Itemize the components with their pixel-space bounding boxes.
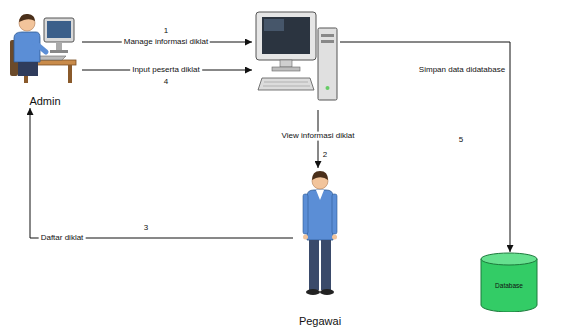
flow-label: View informasi diklat (280, 132, 357, 141)
employee-icon (303, 171, 337, 295)
step-number: 2 (321, 151, 329, 160)
node-label: Database (495, 274, 523, 289)
step-number: 1 (162, 27, 170, 36)
database-cylinder-outline (480, 252, 538, 312)
flow-label: Daftar diklat (39, 234, 86, 243)
flow-arrow (30, 108, 293, 238)
flow-label: Input peserta diklat (130, 66, 202, 75)
flow-label: Manage informasi diklat (122, 38, 210, 47)
step-number: 4 (162, 78, 170, 87)
step-number: 3 (142, 224, 150, 233)
flow-arrow (340, 42, 510, 252)
step-number: 5 (457, 136, 465, 145)
computer-icon (256, 12, 337, 100)
admin-icon (10, 14, 76, 83)
flow-label: Simpan data didatabase (417, 66, 507, 75)
node-label: Admin (29, 95, 60, 108)
database-cylinder: Database (480, 252, 538, 312)
actor-node: Pegawai (293, 168, 347, 328)
computer-node (252, 6, 340, 110)
actor-node: Admin (8, 4, 82, 108)
node-label: Pegawai (299, 315, 341, 328)
